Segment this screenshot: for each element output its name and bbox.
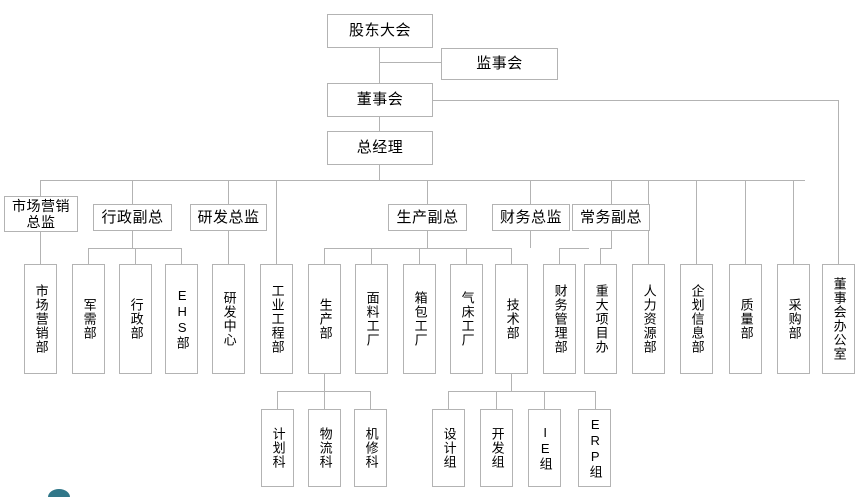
- connector-admin-bus: [88, 248, 181, 249]
- node-marketing-director[interactable]: 市场营销 总监: [4, 196, 78, 232]
- connector-finance-drop: [559, 248, 560, 264]
- connector-proddept-drop-maintenance: [370, 391, 371, 409]
- connector-gm-drop-admin: [132, 180, 133, 204]
- node-shareholders-meeting[interactable]: 股东大会: [327, 14, 433, 48]
- connector-board-to-gm: [379, 117, 380, 131]
- connector-gm-drop-finance: [530, 180, 531, 204]
- node-quality-dept[interactable]: 质量部: [729, 264, 762, 374]
- connector-marketing-to-dept: [40, 232, 41, 264]
- connector-executive-bus: [600, 248, 612, 249]
- connector-gm-drop-executive: [611, 180, 612, 204]
- connector-production-drop-airbed: [466, 248, 467, 264]
- node-board-of-directors[interactable]: 董事会: [327, 83, 433, 117]
- connector-production-drop-prod: [324, 248, 325, 264]
- node-development-group[interactable]: 开发组: [480, 409, 513, 487]
- node-major-projects-office[interactable]: 重大项目办: [584, 264, 617, 374]
- connector-executive-drop: [600, 248, 601, 264]
- node-ie-group[interactable]: IE组: [528, 409, 561, 487]
- node-finance-mgmt-dept[interactable]: 财务管理部: [543, 264, 576, 374]
- node-board-office[interactable]: 董事会办公室: [822, 264, 855, 374]
- node-production-vp[interactable]: 生产副总: [388, 204, 467, 231]
- node-rd-director[interactable]: 研发总监: [190, 204, 267, 231]
- node-ehs-dept[interactable]: EHS部: [165, 264, 198, 374]
- node-admin-vp[interactable]: 行政副总: [93, 204, 172, 231]
- connector-gm-drop-quality: [745, 180, 746, 264]
- node-logistics-section[interactable]: 物流科: [308, 409, 341, 487]
- connector-finance-bus: [559, 248, 589, 249]
- connector-admin-drop-admin: [135, 248, 136, 264]
- connector-production-drop-tech: [511, 248, 512, 264]
- node-planning-info-dept[interactable]: 企划信息部: [680, 264, 713, 374]
- node-production-dept[interactable]: 生产部: [308, 264, 341, 374]
- connector-shareholders-to-supervisory: [379, 62, 441, 63]
- node-supervisory-board[interactable]: 监事会: [441, 48, 558, 80]
- connector-finance-down: [530, 231, 531, 248]
- connector-gm-drop-planning-info: [696, 180, 697, 264]
- partial-decoration: [48, 489, 70, 497]
- connector-gm-down: [379, 165, 380, 180]
- node-industrial-eng-dept[interactable]: 工业工程部: [260, 264, 293, 374]
- connector-tech-drop-development: [496, 391, 497, 409]
- node-rd-center[interactable]: 研发中心: [212, 264, 245, 374]
- node-maintenance-section[interactable]: 机修科: [354, 409, 387, 487]
- connector-proddept-down: [324, 374, 325, 391]
- connector-proddept-drop-logistics: [324, 391, 325, 409]
- node-military-supply-dept[interactable]: 军需部: [72, 264, 105, 374]
- connector-gm-drop-production: [427, 180, 428, 204]
- connector-admin-drop-ehs: [181, 248, 182, 264]
- connector-gm-bus: [40, 180, 805, 181]
- connector-tech-drop-design: [448, 391, 449, 409]
- connector-tech-drop-ie: [544, 391, 545, 409]
- node-purchasing-dept[interactable]: 采购部: [777, 264, 810, 374]
- node-erp-group[interactable]: ERP组: [578, 409, 611, 487]
- connector-shareholders-down: [379, 48, 380, 62]
- connector-proddept-drop-planning: [277, 391, 278, 409]
- node-bag-factory[interactable]: 箱包工厂: [403, 264, 436, 374]
- connector-rd-to-center: [228, 231, 229, 264]
- node-executive-vp[interactable]: 常务副总: [572, 204, 650, 231]
- node-marketing-dept[interactable]: 市场营销部: [24, 264, 57, 374]
- node-general-manager[interactable]: 总经理: [327, 131, 433, 165]
- connector-production-bus: [324, 248, 511, 249]
- connector-production-down: [427, 231, 428, 248]
- connector-tech-drop-erp: [595, 391, 596, 409]
- node-admin-dept[interactable]: 行政部: [119, 264, 152, 374]
- connector-admin-down: [132, 231, 133, 248]
- connector-gm-drop-industrial-eng: [276, 180, 277, 264]
- node-airbed-factory[interactable]: 气床工厂: [450, 264, 483, 374]
- connector-board-to-office-v: [838, 100, 839, 264]
- connector-executive-down: [611, 231, 612, 248]
- node-technology-dept[interactable]: 技术部: [495, 264, 528, 374]
- connector-gm-drop-rd: [228, 180, 229, 204]
- connector-gm-drop-purchasing: [793, 180, 794, 264]
- node-planning-section[interactable]: 计划科: [261, 409, 294, 487]
- connector-production-drop-fabric: [371, 248, 372, 264]
- node-hr-dept[interactable]: 人力资源部: [632, 264, 665, 374]
- connector-shareholders-to-board: [379, 62, 380, 83]
- connector-proddept-bus: [277, 391, 370, 392]
- node-fabric-factory[interactable]: 面料工厂: [355, 264, 388, 374]
- connector-admin-drop-military: [88, 248, 89, 264]
- connector-production-drop-bag: [419, 248, 420, 264]
- connector-board-to-office-h: [433, 100, 838, 101]
- connector-tech-bus: [448, 391, 595, 392]
- connector-gm-drop-marketing: [40, 180, 41, 196]
- node-finance-director[interactable]: 财务总监: [492, 204, 570, 231]
- node-design-group[interactable]: 设计组: [432, 409, 465, 487]
- connector-tech-down: [511, 374, 512, 391]
